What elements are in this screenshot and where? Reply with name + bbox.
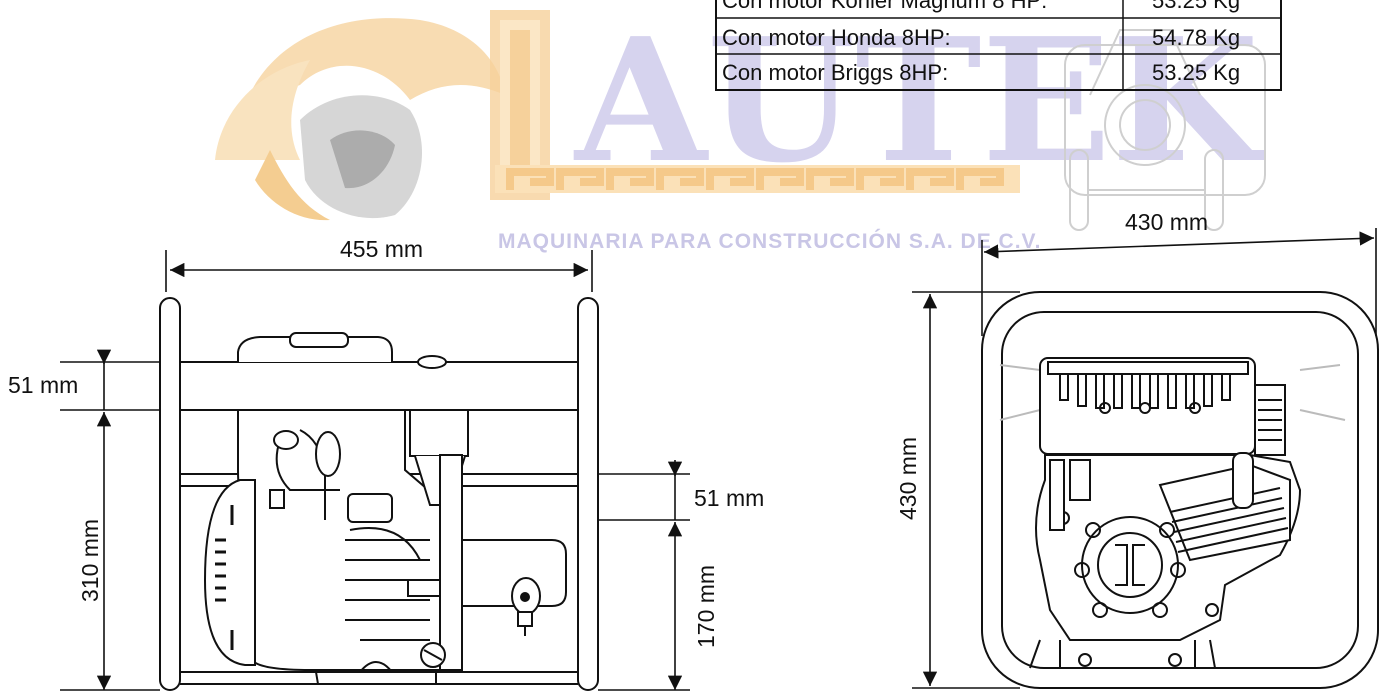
table-row-label: Con motor Honda 8HP: (722, 25, 951, 50)
dim-outlet-band: 51 mm (694, 485, 764, 511)
front-dimensions (912, 228, 1377, 689)
frame-top-rail (179, 361, 579, 411)
frame-left-post (159, 297, 181, 691)
dim-outlet-height: 170 mm (693, 565, 719, 648)
table-row-value: 54.78 Kg (1152, 25, 1240, 50)
table-row-value: 53.25 Kg (1152, 60, 1240, 85)
front-view-drawing (981, 291, 1379, 689)
watermark-tagline: MAQUINARIA PARA CONSTRUCCIÓN S.A. DE C.V… (498, 229, 1041, 253)
dim-front-height: 430 mm (895, 437, 921, 520)
dim-front-width: 430 mm (1125, 209, 1208, 235)
dim-top-band: 51 mm (8, 372, 78, 398)
watermark-pump-sketch (1064, 29, 1266, 231)
dim-total-height: 310 mm (77, 519, 103, 602)
weights-table-border (715, 0, 1282, 91)
table-row-label: Con motor Briggs 8HP: (722, 60, 948, 85)
watermark-band (495, 165, 1020, 193)
autek-watermark: AUTEK MAQUINARIA PARA CONSTRUCCIÓN S.A. … (215, 1, 1266, 253)
autek-logo-icon (215, 10, 550, 221)
weights-table: Con motor Kohler Magnum 8 HP: 53.25 Kg C… (715, 0, 1282, 91)
table-row-label: Con motor Kohler Magnum 8 HP: (722, 0, 1047, 13)
side-dimensions (60, 250, 690, 691)
dim-side-width: 455 mm (340, 236, 423, 262)
frame-outer (981, 291, 1379, 689)
frame-right-post (577, 297, 599, 691)
frame-inner (1001, 311, 1359, 669)
side-view-drawing (159, 297, 599, 691)
table-row-value: 53.25 Kg (1152, 0, 1240, 13)
